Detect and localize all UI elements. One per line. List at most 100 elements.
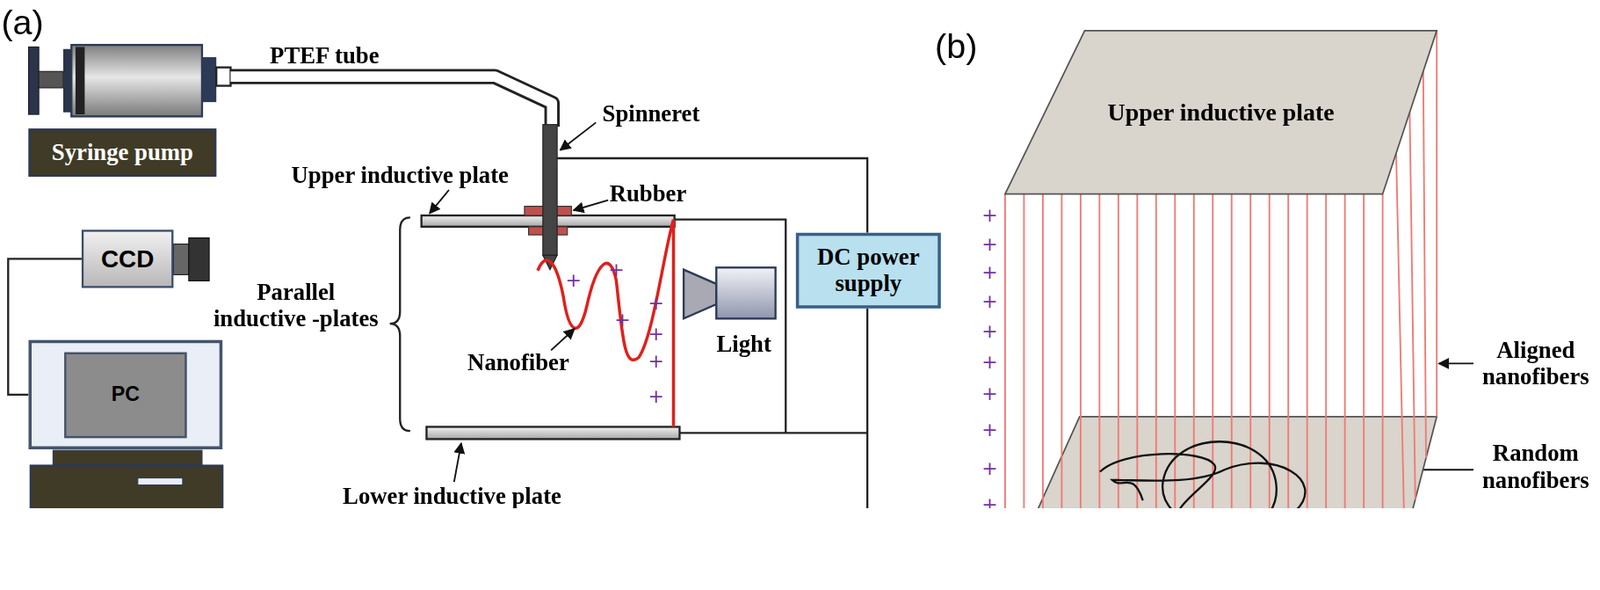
label-text: + xyxy=(648,290,665,314)
aligned-fiber xyxy=(1211,194,1214,508)
aligned-fiber xyxy=(1230,194,1233,508)
label-text: + xyxy=(981,381,998,405)
label-text: Rubber xyxy=(609,180,688,206)
plate-wire xyxy=(679,431,868,434)
aligned-fiber xyxy=(1193,194,1195,508)
aligned-fiber xyxy=(1409,112,1415,500)
charge-sign: + xyxy=(564,269,581,292)
aligned-fiber xyxy=(1423,71,1427,458)
charge-sign: + xyxy=(981,232,998,255)
aligned-fiber xyxy=(1396,152,1405,508)
leader-arrow xyxy=(560,122,597,150)
leader-arrow xyxy=(550,328,575,350)
plunger-end xyxy=(28,46,40,115)
charge-sign: + xyxy=(614,308,630,331)
leader-arrow xyxy=(1439,362,1474,365)
aligned-fiber xyxy=(1098,194,1101,508)
label-text: + xyxy=(981,349,998,373)
syringe-nozzle xyxy=(216,67,231,87)
drive-slot xyxy=(137,477,183,486)
aligned-fiber xyxy=(1324,194,1327,508)
aligned-fiber xyxy=(1173,194,1176,508)
leader-arrow xyxy=(429,189,449,214)
tube-bore xyxy=(230,76,552,127)
label-text: + xyxy=(564,268,581,292)
nanofiber-jet xyxy=(537,219,674,428)
tube-outline xyxy=(230,76,552,127)
charge-sign: + xyxy=(648,349,665,372)
label-text: + xyxy=(981,417,998,441)
charge-sign: + xyxy=(648,384,665,407)
label-text: + xyxy=(648,383,665,407)
label-text: + xyxy=(981,289,998,312)
plate-wire xyxy=(674,219,787,434)
pc-stand xyxy=(52,449,203,464)
part-label: Spinneret xyxy=(602,101,701,129)
leader-arrow xyxy=(573,200,609,211)
aligned-fiber xyxy=(1136,194,1138,508)
plate-face xyxy=(1005,30,1437,195)
charge-sign: + xyxy=(981,260,998,283)
label-text: + xyxy=(648,348,665,372)
lamp-body xyxy=(716,267,775,319)
aligned-fiber xyxy=(1042,194,1044,508)
aligned-fiber xyxy=(1435,30,1438,417)
charge-sign: + xyxy=(981,492,998,508)
part-label: Lower inductive plate xyxy=(342,483,562,508)
syringe-barrel xyxy=(71,44,203,116)
node-text: Upper inductive plate xyxy=(1107,98,1335,126)
label-text: + xyxy=(981,202,998,226)
upper-plate-3d: Upper inductive plate xyxy=(1005,30,1437,195)
wires xyxy=(557,158,886,508)
label-text: Random nanofibers xyxy=(1482,440,1590,493)
part-label: PTEF tube xyxy=(269,43,379,71)
node-text: Syringe pump xyxy=(51,139,194,167)
aligned-fiber xyxy=(1022,194,1025,508)
part-label: Aligned nanofibers xyxy=(1475,337,1596,391)
aligned-fiber xyxy=(1344,194,1347,508)
aligned-fiber xyxy=(1287,194,1289,508)
aligned-fiber xyxy=(1004,194,1007,508)
aligned-fiber xyxy=(1362,194,1365,508)
aligned-fiber xyxy=(1155,194,1158,508)
camera-box: CCD xyxy=(81,229,174,288)
lower-plate-3d xyxy=(1005,416,1437,508)
ground-wire xyxy=(866,308,869,508)
syringe-clamp xyxy=(202,57,217,102)
charge-sign: + xyxy=(981,418,998,441)
label-text: + xyxy=(981,231,998,255)
label-text: + xyxy=(648,321,665,345)
label-text: + xyxy=(614,307,630,331)
label-text: + xyxy=(981,492,998,508)
plunger-rod xyxy=(38,71,64,88)
plunger-head xyxy=(75,46,85,115)
node-text: PC xyxy=(111,383,140,407)
part-label: Nanofiber xyxy=(467,349,570,377)
pc-monitor: PC xyxy=(28,340,224,449)
lamp-cone xyxy=(683,269,717,319)
part-label: Random nanofibers xyxy=(1475,440,1596,494)
camera-lens xyxy=(188,238,210,282)
aligned-fiber xyxy=(1249,194,1252,508)
label-text: + xyxy=(981,260,998,283)
label-text: + xyxy=(981,456,998,479)
label-text: Aligned nanofibers xyxy=(1482,337,1590,391)
barrel-flange xyxy=(63,49,72,113)
charge-sign: + xyxy=(981,320,998,343)
label-text: (b) xyxy=(934,26,978,66)
panel-label: (a) xyxy=(0,2,44,43)
camera-lens xyxy=(173,244,189,276)
lower-plate xyxy=(426,426,680,439)
label-text: Spinneret xyxy=(602,101,701,127)
label-text: + xyxy=(608,257,624,281)
label-text: (a) xyxy=(0,2,44,42)
panel-label: (b) xyxy=(934,26,978,66)
aligned-fiber xyxy=(1306,194,1309,508)
pump-base: Syringe pump xyxy=(28,128,218,177)
part-label: Rubber xyxy=(609,180,688,208)
charge-sign: + xyxy=(981,351,998,374)
node-text: DC power supply xyxy=(807,243,930,297)
charge-sign: + xyxy=(981,289,998,312)
power-supply-box: DC power supply xyxy=(796,232,942,309)
pc-case xyxy=(30,465,223,508)
